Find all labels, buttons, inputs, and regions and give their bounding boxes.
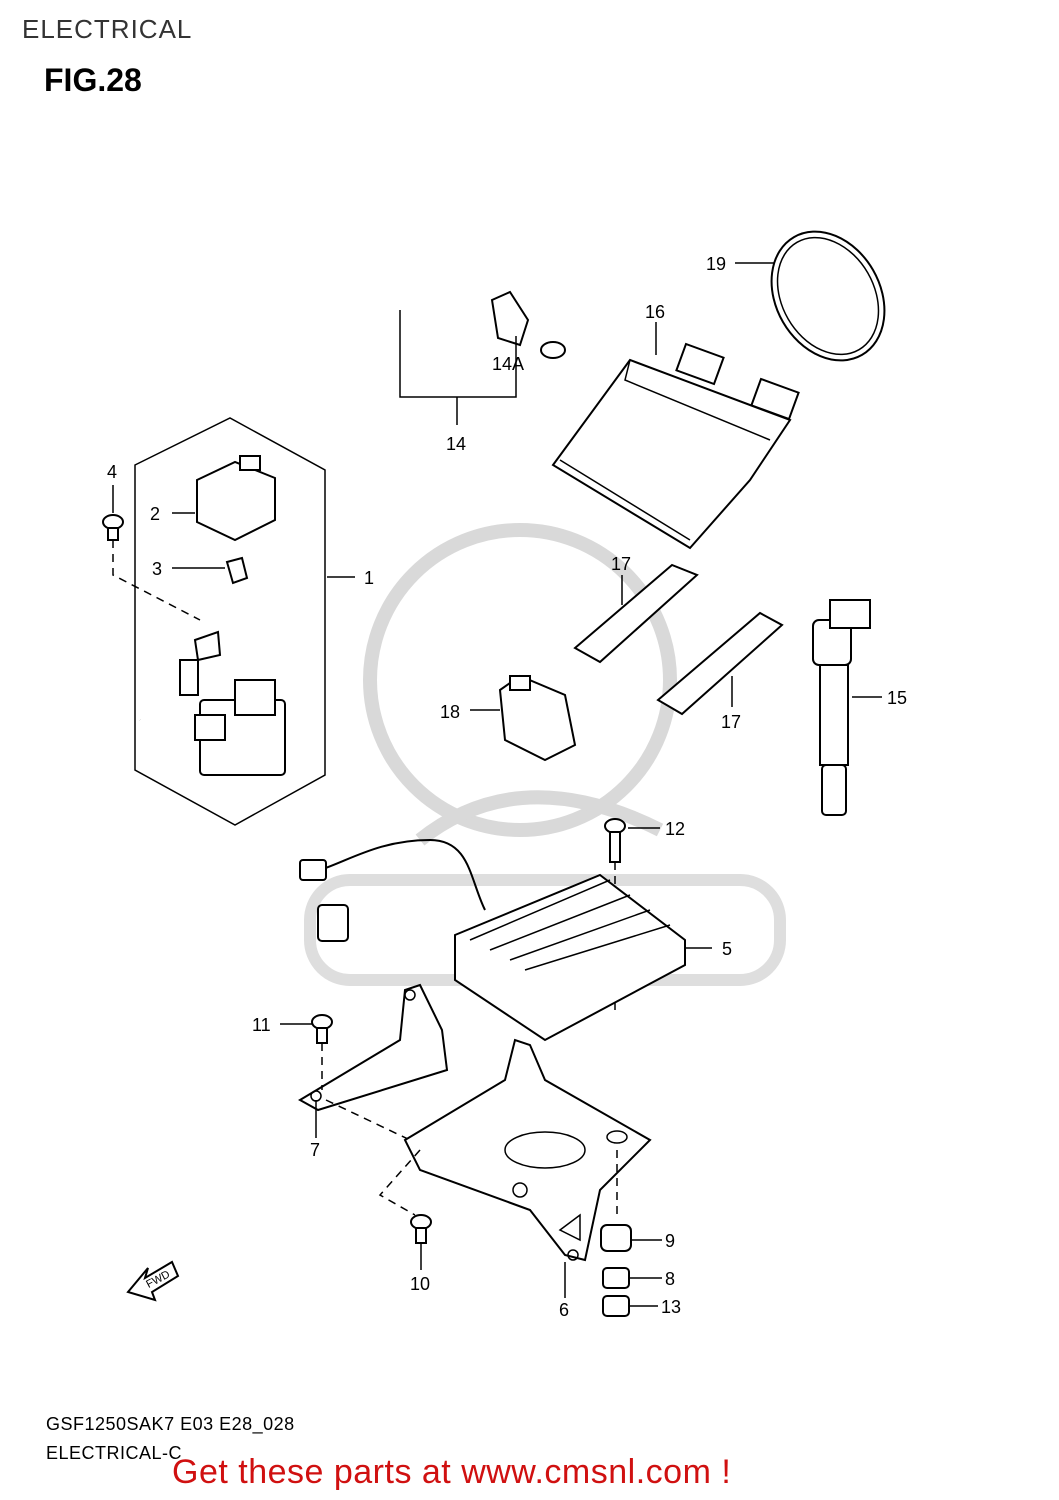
starter-relay[interactable] [179, 630, 286, 776]
callout-8[interactable]: 8 [665, 1269, 675, 1289]
callout-14A[interactable]: 14A [492, 354, 524, 374]
model-code: GSF1250SAK7 E03 E28_028 [46, 1414, 295, 1434]
callout-17-lower[interactable]: 17 [721, 712, 741, 732]
callout-2[interactable]: 2 [150, 504, 160, 524]
callout-14[interactable]: 14 [446, 434, 466, 454]
tip-over-sensor[interactable] [498, 674, 577, 762]
callout-5[interactable]: 5 [722, 939, 732, 959]
ignition-coil[interactable] [812, 599, 871, 816]
callout-12[interactable]: 12 [665, 819, 685, 839]
grommet[interactable] [600, 1224, 632, 1252]
o-ring[interactable] [749, 211, 907, 381]
relay-cover[interactable] [196, 455, 276, 542]
regulator-bolt[interactable] [604, 818, 626, 863]
callout-4[interactable]: 4 [107, 462, 117, 482]
callout-10[interactable]: 10 [410, 1274, 430, 1294]
regulator-rectifier[interactable] [299, 838, 686, 1042]
fuse[interactable] [225, 556, 249, 585]
callout-15[interactable]: 15 [887, 688, 907, 708]
callout-7[interactable]: 7 [310, 1140, 320, 1160]
screw[interactable] [102, 514, 124, 541]
plate-screw[interactable] [410, 1214, 432, 1244]
section-code: ELECTRICAL-C [46, 1443, 183, 1463]
callout-9[interactable]: 9 [665, 1231, 675, 1251]
regulator-bracket-small[interactable] [298, 983, 449, 1112]
cushion-pad-upper[interactable] [573, 563, 699, 664]
bracket-screw[interactable] [311, 1014, 333, 1044]
section-title: ELECTRICAL [22, 14, 193, 44]
figure-number: FIG.28 [44, 62, 142, 98]
callout-3[interactable]: 3 [152, 559, 162, 579]
cushion-pad-lower[interactable] [656, 611, 784, 716]
callout-6[interactable]: 6 [559, 1300, 569, 1320]
collar[interactable] [602, 1267, 630, 1289]
battery-cable-assembly[interactable] [69, 259, 566, 722]
callout-13[interactable]: 13 [661, 1297, 681, 1317]
callout-11[interactable]: 11 [252, 1015, 271, 1035]
regulator-bracket-plate[interactable] [403, 1038, 652, 1262]
callout-1[interactable]: 1 [364, 568, 374, 588]
callout-16[interactable]: 16 [645, 302, 665, 322]
promo-link[interactable]: Get these parts at www.cmsnl.com ! [172, 1453, 732, 1491]
callout-19[interactable]: 19 [706, 254, 726, 274]
callout-18[interactable]: 18 [440, 702, 460, 722]
forward-arrow-icon: FWD [126, 1260, 180, 1302]
callout-17-upper[interactable]: 17 [611, 554, 631, 574]
nut[interactable] [602, 1295, 630, 1317]
ecm-unit[interactable] [551, 342, 800, 550]
